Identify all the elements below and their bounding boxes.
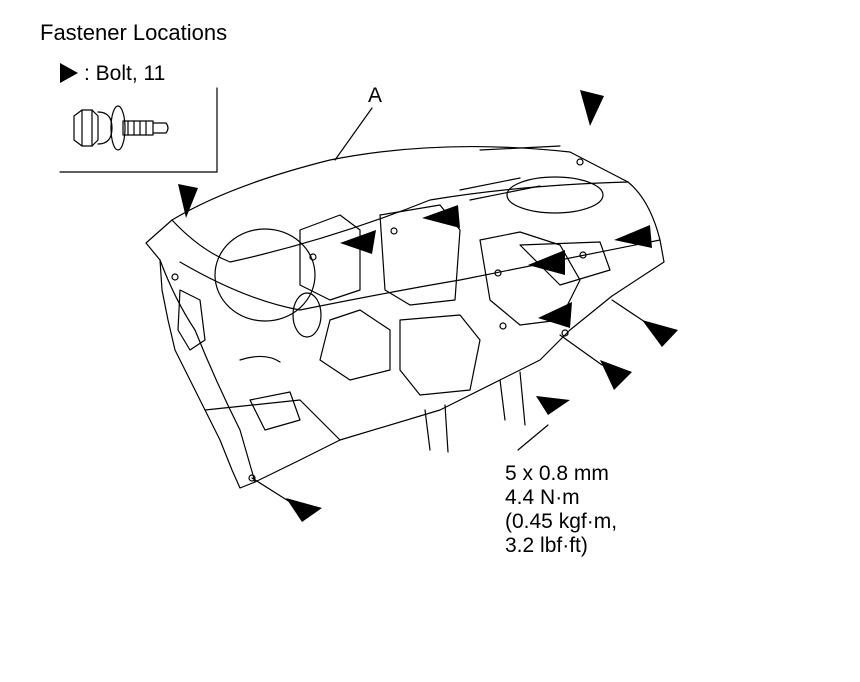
arrowhead-icon bbox=[422, 205, 460, 228]
arrowhead-icon bbox=[642, 320, 678, 347]
legend-text: : Bolt, 11 bbox=[84, 62, 166, 85]
dashboard-outline bbox=[145, 145, 665, 489]
bolt-icon bbox=[73, 105, 169, 151]
callout-label-a: A bbox=[368, 84, 383, 107]
arrowhead-icon bbox=[536, 396, 570, 415]
arrowhead-icon bbox=[580, 90, 604, 126]
arrowhead-icon bbox=[528, 250, 565, 275]
fastener-points bbox=[171, 158, 587, 482]
dashboard-details bbox=[177, 145, 611, 431]
arrowhead-icon bbox=[600, 360, 632, 390]
arrowhead-icon bbox=[286, 498, 322, 522]
legend-frame bbox=[59, 87, 218, 173]
legend: : Bolt, 11 bbox=[60, 62, 165, 86]
spec-kgfm: (0.45 kgf·m, bbox=[505, 510, 618, 533]
arrowhead-icon bbox=[614, 225, 652, 248]
torque-spec: 5 x 0.8 mm 4.4 N·m (0.45 kgf·m, 3.2 lbf·… bbox=[505, 462, 617, 558]
leader-lines bbox=[251, 107, 646, 503]
arrowhead-icon bbox=[60, 63, 78, 83]
spec-nm: 4.4 N·m bbox=[505, 486, 580, 509]
arrowhead-icon bbox=[538, 302, 572, 328]
bolt-arrowheads bbox=[178, 90, 678, 522]
arrowhead-icon bbox=[340, 230, 376, 254]
spec-size: 5 x 0.8 mm bbox=[505, 462, 609, 485]
diagram-title: Fastener Locations bbox=[40, 20, 228, 45]
spec-lbfft: 3.2 lbf·ft) bbox=[505, 534, 588, 557]
arrowhead-icon bbox=[178, 184, 198, 218]
